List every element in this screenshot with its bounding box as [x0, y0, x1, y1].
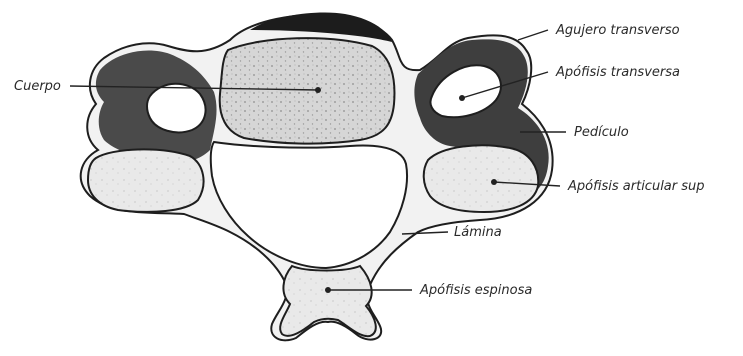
left-articular-process	[88, 149, 204, 211]
leader-espinosa-dot	[325, 287, 331, 293]
leader-transversa-dot	[459, 95, 465, 101]
label-apofisis-transversa: Apófisis transversa	[555, 65, 680, 80]
spinous-process	[280, 266, 376, 336]
label-apofisis-articular: Apófisis articular sup	[567, 179, 705, 194]
leader-cuerpo-dot	[315, 87, 321, 93]
right-articular-process	[424, 145, 539, 212]
label-lamina: Lámina	[454, 225, 502, 240]
vertebral-body	[220, 38, 395, 144]
left-transverse-foramen	[147, 84, 206, 133]
label-apofisis-espinosa: Apófisis espinosa	[419, 283, 532, 298]
leader-agujero	[518, 30, 548, 40]
label-pediculo: Pedículo	[574, 125, 629, 140]
label-cuerpo: Cuerpo	[14, 79, 61, 94]
leader-articular-dot	[491, 179, 497, 185]
label-agujero-transverso: Agujero transverso	[555, 23, 680, 38]
